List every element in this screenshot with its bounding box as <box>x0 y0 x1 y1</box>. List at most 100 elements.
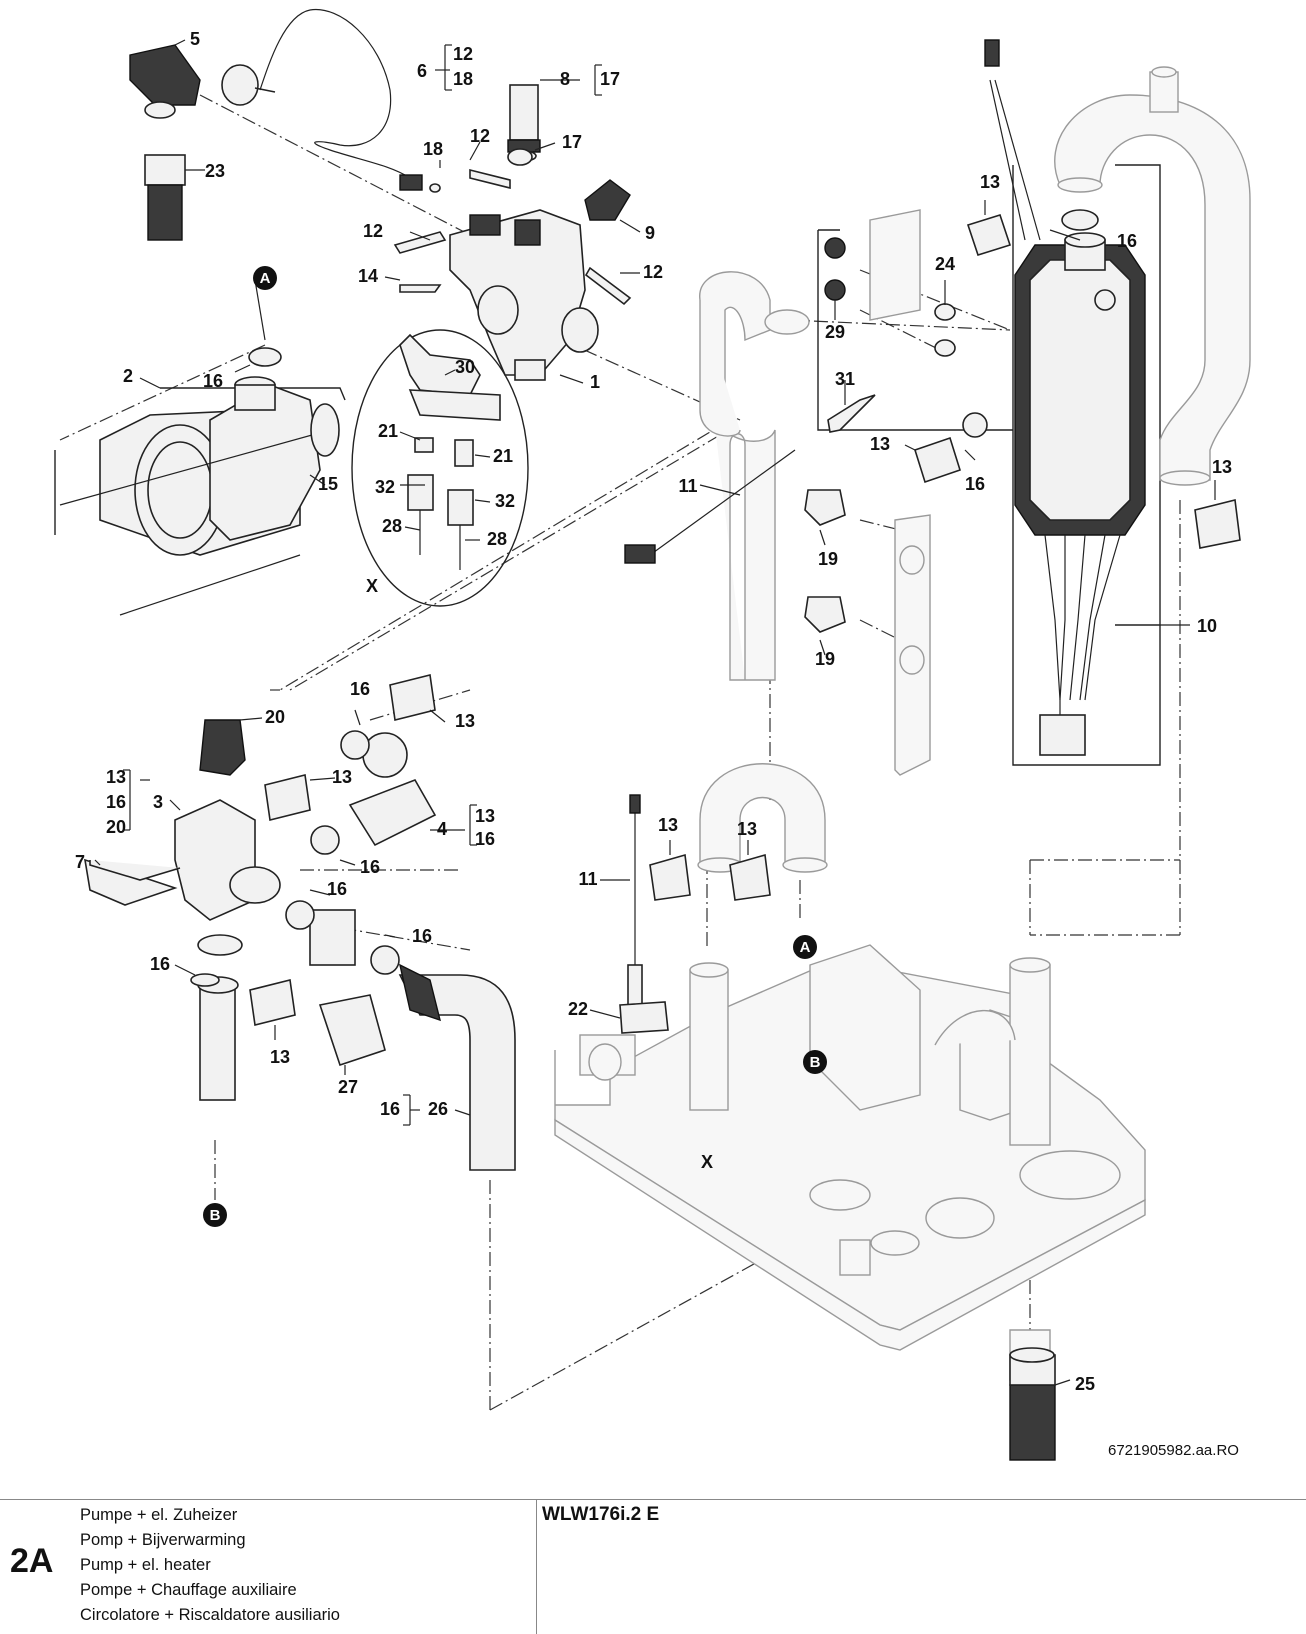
callout-3: 3 <box>153 792 163 812</box>
callout-13: 13 <box>332 767 352 787</box>
callout-23: 23 <box>205 161 225 181</box>
callout-20: 20 <box>265 707 285 727</box>
mounting-plate <box>869 209 931 776</box>
callout-29: 29 <box>825 322 845 342</box>
detail-marker-x-top: X <box>366 576 378 596</box>
clips <box>249 214 1241 1067</box>
callout-labels: 5 6 12 18 8 17 17 12 18 23 9 12 12 14 30… <box>75 29 1232 1394</box>
title-block-divider <box>536 1500 537 1634</box>
title-block: 2A Pumpe + el. Zuheizer Pomp + Bijverwar… <box>0 1499 1306 1634</box>
callout-16: 16 <box>327 879 347 899</box>
callout-21: 21 <box>378 421 398 441</box>
callout-13: 13 <box>737 819 757 839</box>
safety-valve <box>129 44 276 241</box>
callout-25: 25 <box>1075 1374 1095 1394</box>
callout-6: 6 <box>417 61 427 81</box>
callout-17: 17 <box>600 69 620 89</box>
svg-text:A: A <box>260 270 271 287</box>
callout-31: 31 <box>835 369 855 389</box>
callout-1: 1 <box>590 372 600 392</box>
callout-10: 10 <box>1197 616 1217 636</box>
title-de: Pumpe + el. Zuheizer <box>80 1506 238 1524</box>
detail-x-oval-top <box>351 329 529 607</box>
callout-19: 19 <box>815 649 835 669</box>
callout-12: 12 <box>363 221 383 241</box>
ref-marker-a-bottom: A <box>793 935 817 959</box>
section-titles: Pumpe + el. Zuheizer Pomp + Bijverwarmin… <box>80 1503 340 1628</box>
callout-18: 18 <box>423 139 443 159</box>
callout-16: 16 <box>203 371 223 391</box>
callout-13: 13 <box>106 767 126 787</box>
detail-x-parts <box>399 333 501 570</box>
callout-26: 26 <box>428 1099 448 1119</box>
temperature-sensor <box>584 179 631 221</box>
callout-16: 16 <box>360 857 380 877</box>
callout-16: 16 <box>380 1099 400 1119</box>
callout-14: 14 <box>358 266 378 286</box>
svg-text:B: B <box>810 1054 821 1071</box>
callout-16: 16 <box>475 829 495 849</box>
callout-12: 12 <box>643 262 663 282</box>
section-code: 2A <box>10 1542 54 1580</box>
diverter-valve-group <box>83 719 437 1101</box>
callout-9: 9 <box>645 223 655 243</box>
callout-20: 20 <box>106 817 126 837</box>
title-fr: Pompe + Chauffage auxiliaire <box>80 1581 297 1599</box>
callout-15: 15 <box>318 474 338 494</box>
callout-4: 4 <box>437 819 447 839</box>
callout-24: 24 <box>935 254 955 274</box>
callout-32: 32 <box>375 477 395 497</box>
callout-2: 2 <box>123 366 133 386</box>
callout-16: 16 <box>965 474 985 494</box>
callout-32: 32 <box>495 491 515 511</box>
ref-marker-b-right: B <box>803 1050 827 1074</box>
leader-lines <box>94 39 1216 1386</box>
circulation-pump <box>59 376 340 616</box>
svg-text:A: A <box>800 939 811 956</box>
callout-16: 16 <box>350 679 370 699</box>
group-brackets <box>54 164 1161 766</box>
callout-5: 5 <box>190 29 200 49</box>
assembly-axes <box>59 94 1181 1411</box>
callout-27: 27 <box>338 1077 358 1097</box>
callout-11: 11 <box>678 476 697 496</box>
callout-8: 8 <box>560 69 570 89</box>
callout-30: 30 <box>455 357 475 377</box>
u-tube-lower <box>697 763 828 873</box>
title-en: Pump + el. heater <box>80 1556 211 1574</box>
svg-text:B: B <box>210 1207 221 1224</box>
callout-17: 17 <box>562 132 582 152</box>
model-name: WLW176i.2 E <box>542 1504 660 1525</box>
callout-13: 13 <box>980 172 1000 192</box>
callout-28: 28 <box>487 529 507 549</box>
callout-16: 16 <box>1117 231 1137 251</box>
callout-13: 13 <box>658 815 678 835</box>
callout-16: 16 <box>106 792 126 812</box>
callout-16: 16 <box>412 926 432 946</box>
callout-13: 13 <box>475 806 495 826</box>
callout-18: 18 <box>453 69 473 89</box>
callout-7: 7 <box>75 852 85 872</box>
callout-19: 19 <box>818 549 838 569</box>
exploded-parts-diagram: A A B B X X 5 6 12 18 8 17 17 12 18 23 9… <box>54 8 1251 1461</box>
hydraulic-block <box>449 209 599 381</box>
callout-13: 13 <box>270 1047 290 1067</box>
connecting-pipe-26 <box>398 963 516 1171</box>
title-nl: Pomp + Bijverwarming <box>80 1531 246 1549</box>
callout-28: 28 <box>382 516 402 536</box>
title-it: Circolatore + Riscaldatore ausiliario <box>80 1606 340 1624</box>
callout-13: 13 <box>1212 457 1232 477</box>
sensor-cable-loop <box>259 8 411 179</box>
callout-12: 12 <box>453 44 473 64</box>
electric-heater <box>984 39 1146 756</box>
drawing-number: 6721905982.aa.RO <box>1108 1442 1239 1459</box>
callout-13: 13 <box>870 434 890 454</box>
small-parts <box>248 148 1099 1461</box>
flow-pipe-top <box>1054 66 1251 486</box>
ref-marker-a-top: A <box>253 266 277 290</box>
callout-22: 22 <box>568 999 588 1019</box>
callout-21: 21 <box>493 446 513 466</box>
ref-marker-b-left: B <box>203 1203 227 1227</box>
callout-13: 13 <box>455 711 475 731</box>
callout-16: 16 <box>150 954 170 974</box>
